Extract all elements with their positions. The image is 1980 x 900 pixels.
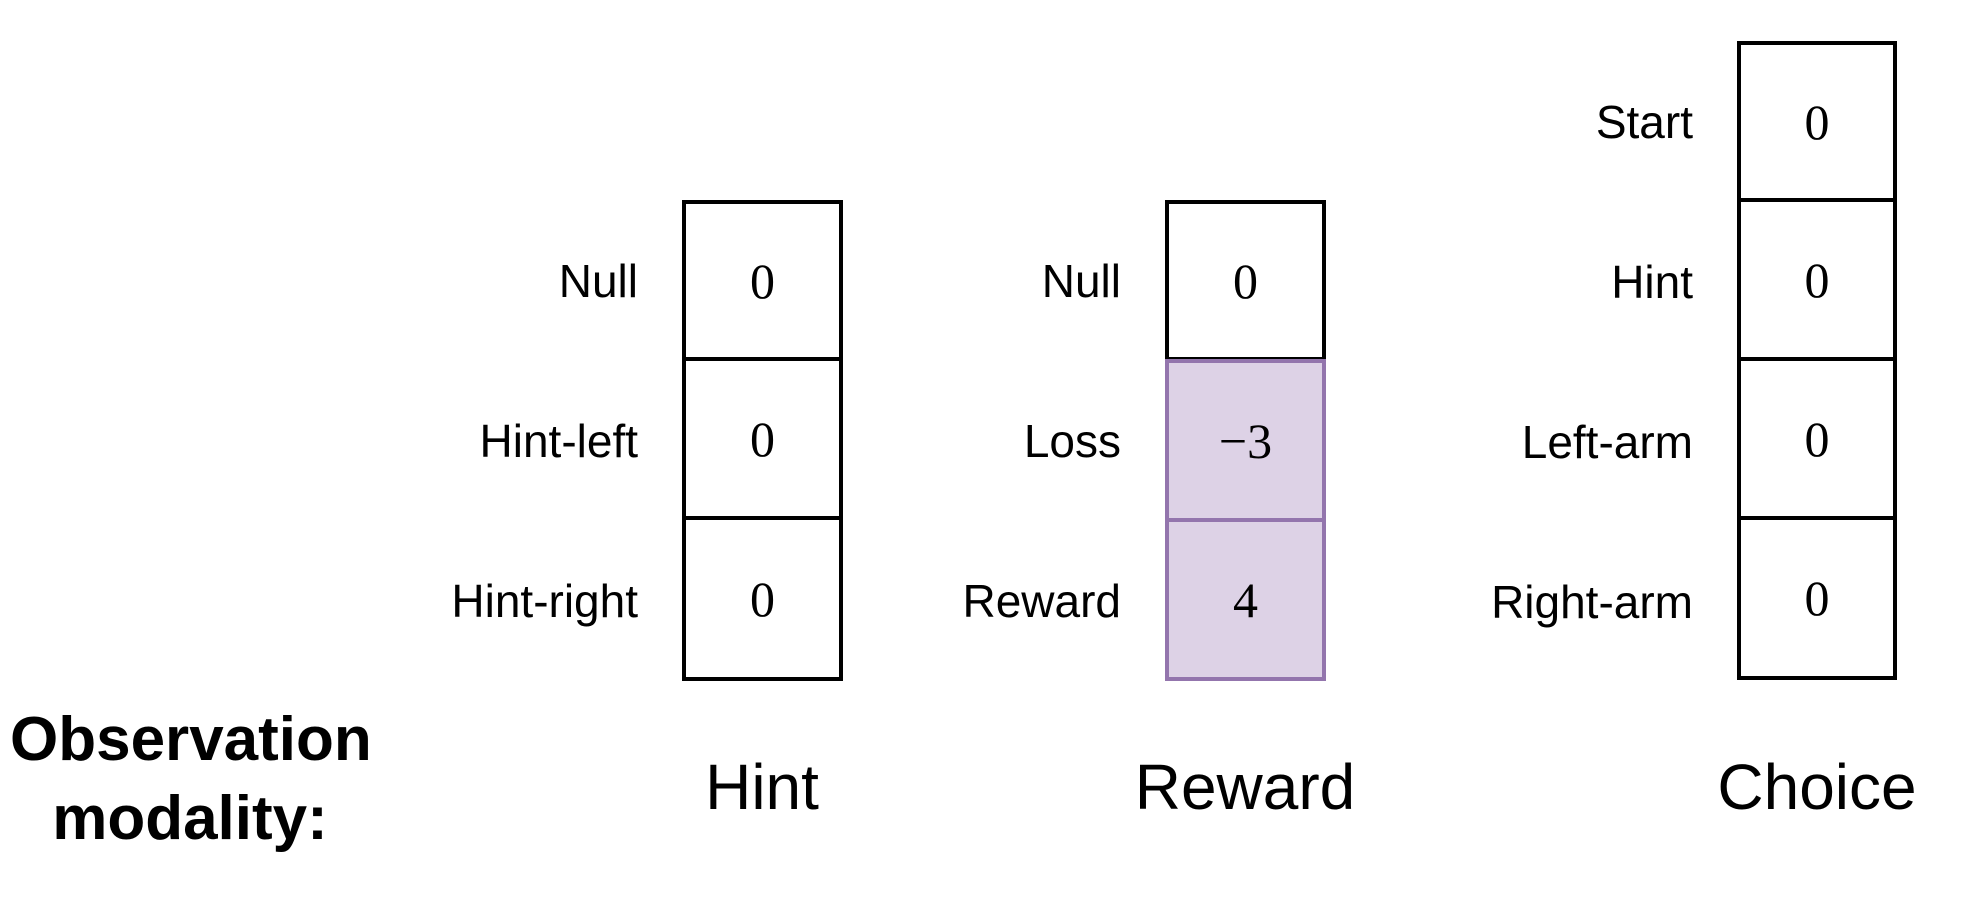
choice-cell-start: 0 <box>1737 41 1897 202</box>
choice-cell-left-arm: 0 <box>1737 359 1897 520</box>
observation-modality-caption: Observation modality: <box>10 700 372 859</box>
choice-value-start: 0 <box>1804 93 1830 150</box>
reward-cell-loss: −3 <box>1165 359 1326 520</box>
caption-line-1: Observation <box>10 705 372 774</box>
hint-cell-null: 0 <box>682 200 843 361</box>
hint-cell-hint-left: 0 <box>682 359 843 520</box>
hint-cell-hint-right: 0 <box>682 518 843 681</box>
choice-label-start: Start <box>1595 96 1693 148</box>
reward-value-reward: 4 <box>1233 571 1258 628</box>
choice-value-hint: 0 <box>1804 251 1830 308</box>
hint-vector-table: 0 0 0 <box>682 200 843 681</box>
choice-cell-hint: 0 <box>1737 200 1897 361</box>
choice-value-left-arm: 0 <box>1804 410 1830 467</box>
reward-value-null: 0 <box>1233 252 1258 309</box>
hint-label-hint-left: Hint-left <box>479 415 638 467</box>
reward-label-reward: Reward <box>962 575 1121 627</box>
modality-title-reward: Reward <box>1134 751 1356 823</box>
choice-label-right-arm: Right-arm <box>1491 576 1693 628</box>
hint-value-hint-right: 0 <box>750 570 775 627</box>
hint-value-hint-left: 0 <box>750 410 775 467</box>
reward-vector-table: 0 −3 4 <box>1165 200 1326 681</box>
choice-value-right-arm: 0 <box>1804 570 1830 626</box>
caption-line-2: modality: <box>52 784 328 854</box>
choice-vector-table: 0 0 0 0 <box>1737 41 1897 680</box>
hint-label-hint-right: Hint-right <box>451 575 638 627</box>
reward-label-loss: Loss <box>1023 415 1121 467</box>
modality-title-choice: Choice <box>1717 751 1917 823</box>
choice-label-hint: Hint <box>1611 256 1693 308</box>
modality-title-hint: Hint <box>705 751 819 823</box>
reward-label-null: Null <box>1041 255 1121 307</box>
choice-label-left-arm: Left-arm <box>1521 416 1693 468</box>
reward-value-loss: −3 <box>1218 412 1273 469</box>
reward-cell-null: 0 <box>1165 200 1326 361</box>
hint-label-null: Null <box>558 255 638 307</box>
reward-cell-reward: 4 <box>1165 518 1326 681</box>
hint-value-null: 0 <box>750 252 775 309</box>
choice-cell-right-arm: 0 <box>1737 518 1897 680</box>
